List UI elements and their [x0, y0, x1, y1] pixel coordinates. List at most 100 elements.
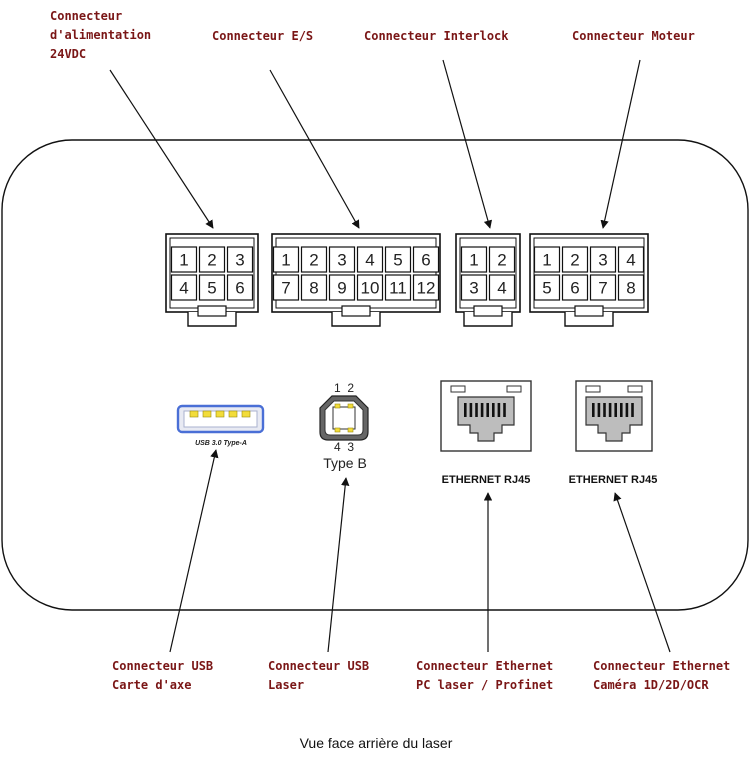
connector-pin-cell [488, 246, 516, 273]
rj45-led [506, 385, 522, 393]
connector-pin-cell [170, 274, 198, 301]
rj45-contact [614, 403, 617, 417]
connector-pin-cell [300, 274, 328, 301]
connector-pin-cell [488, 274, 516, 301]
connector-pin-cell [460, 274, 488, 301]
connector-pin-number: 5 [542, 279, 551, 298]
usb-type-b-pin-labels-bottom: 4 3 [334, 440, 354, 454]
rj45-contact [592, 403, 595, 417]
connector-pin-cell [561, 274, 589, 301]
connector-pin-cell [356, 274, 384, 301]
connector-pin-number: 6 [235, 279, 244, 298]
connector-pin-cell [170, 246, 198, 273]
rj45-contact [620, 403, 623, 417]
connector-latch-tab [197, 305, 227, 317]
interlock-connector-arrow [442, 59, 493, 229]
connector-pin-number: 2 [309, 251, 318, 270]
connector-pin-cell [384, 246, 412, 273]
io-connector-arrow [269, 69, 360, 229]
connector-pin-cell [356, 246, 384, 273]
connector-pin-cell [589, 246, 617, 273]
connector-pin-number: 2 [570, 251, 579, 270]
rj45-contact [492, 403, 495, 417]
connector-pin-number: 6 [421, 251, 430, 270]
usb-type-b-contact [347, 403, 354, 409]
power-connector-arrow [109, 69, 214, 229]
callout-usb-axis: Connecteur USB Carte d'axe [112, 659, 214, 692]
connector-pin-number: 8 [626, 279, 635, 298]
connector-pin-number: 11 [389, 279, 407, 298]
rj45-contact [486, 403, 489, 417]
connector-pin-cell [198, 246, 226, 273]
connector-pin-number: 3 [337, 251, 346, 270]
usb-laser-arrow [327, 477, 350, 653]
connector-pin-number: 5 [393, 251, 402, 270]
callout-eth-pc: Connecteur Ethernet PC laser / Profinet [416, 659, 554, 692]
rj45-contact [608, 403, 612, 417]
rj45-port-left [440, 380, 532, 452]
connector-pin-number: 6 [570, 279, 579, 298]
rj45-contact [469, 403, 473, 417]
rj45-contact [603, 403, 606, 417]
connector-pin-number: 2 [497, 251, 506, 270]
connector-pin-number: 1 [281, 251, 290, 270]
connector-pin-cell [300, 246, 328, 273]
connector-pin-number: 4 [497, 279, 506, 298]
rj45-contact [625, 403, 629, 417]
rj45-contact [475, 403, 478, 417]
usb3-contact [202, 410, 212, 418]
connector-pin-number: 4 [179, 279, 188, 298]
rj45-contact [497, 403, 501, 417]
connector-pin-number: 1 [469, 251, 478, 270]
usb3-port: USB 3.0 Type-A [176, 404, 265, 447]
rear-panel [1, 139, 749, 611]
usb-type-b-contact [334, 427, 341, 433]
usb3-contact [215, 410, 225, 418]
rj45-left-label: ETHERNET RJ45 [442, 474, 531, 486]
connector-pin-cell [533, 274, 561, 301]
connector-pin-cell [384, 274, 412, 301]
connector-latch-tab [574, 305, 604, 317]
usb-type-b-label: Type B [323, 455, 367, 471]
connector-pin-cell [328, 246, 356, 273]
usb3-contact [189, 410, 199, 418]
connector-pin-number: 3 [235, 251, 244, 270]
rj45-right-label: ETHERNET RJ45 [569, 474, 658, 486]
rj45-led [450, 385, 466, 393]
usb3-contact [228, 410, 238, 418]
connector-pin-cell [272, 246, 300, 273]
connector-latch-tab [341, 305, 371, 317]
connector-pin-cell [412, 274, 440, 301]
connector-pin-number: 1 [179, 251, 188, 270]
eth-cam-arrow [613, 492, 671, 653]
rj45-led [627, 385, 643, 393]
callout-eth-cam: Connecteur Ethernet Caméra 1D/2D/OCR [593, 659, 731, 692]
connector-pin-cell [272, 274, 300, 301]
connector-pin-cell [617, 246, 645, 273]
callout-motor-connector: Connecteur Moteur [572, 29, 695, 43]
connector-pin-number: 1 [542, 251, 551, 270]
connector-pin-number: 2 [207, 251, 216, 270]
connector-pin-cell [198, 274, 226, 301]
connector-pin-cell [561, 246, 589, 273]
usb-axis-arrow [169, 449, 219, 653]
usb-type-b-tongue [332, 406, 356, 430]
connector-pin-number: 9 [337, 279, 346, 298]
connector-pin-cell [328, 274, 356, 301]
connector-pin-cell [412, 246, 440, 273]
connector-pin-number: 7 [281, 279, 290, 298]
callout-interlock-connector: Connecteur Interlock [364, 29, 509, 43]
rj45-contact [503, 403, 506, 417]
callout-power-connector: Connecteur d'alimentation 24VDC [50, 9, 152, 61]
connector-pin-cell [226, 246, 254, 273]
connector-latch-tab [473, 305, 503, 317]
figure-caption: Vue face arrière du laser [299, 735, 453, 751]
connector-pin-cell [460, 246, 488, 273]
connector-pin-cell [533, 246, 561, 273]
connector-pin-number: 7 [598, 279, 607, 298]
usb-type-b-pin-labels-top: 1 2 [334, 381, 354, 395]
motor-connector-arrow [600, 59, 641, 229]
connector-pin-number: 4 [365, 251, 374, 270]
